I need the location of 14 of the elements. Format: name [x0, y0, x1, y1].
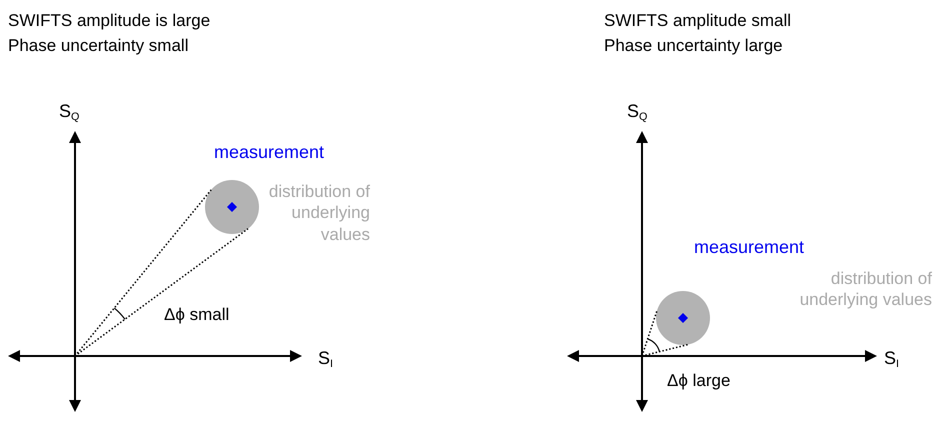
panel-heading: SWIFTS amplitude is large — [8, 10, 210, 32]
measurement-label: measurement — [214, 141, 324, 164]
axis-label: S$_{I}$ — [318, 347, 334, 372]
axis-label: S$_{I}$ — [884, 347, 900, 372]
axis-label: S$_{Q}$ — [59, 100, 80, 125]
panel-heading: Phase uncertainty small — [8, 35, 188, 56]
panel-heading: Phase uncertainty large — [604, 35, 783, 56]
distribution-label: distribution of underlying values — [268, 181, 370, 245]
measurement-label: measurement — [694, 236, 804, 258]
distribution-label: distribution of underlying values — [798, 268, 932, 310]
axis-label: S$_{Q}$ — [627, 100, 648, 125]
panel-heading: SWIFTS amplitude small — [604, 10, 792, 32]
angle-label: Δϕ small — [164, 304, 230, 326]
angle-label: Δϕ large — [667, 370, 730, 392]
